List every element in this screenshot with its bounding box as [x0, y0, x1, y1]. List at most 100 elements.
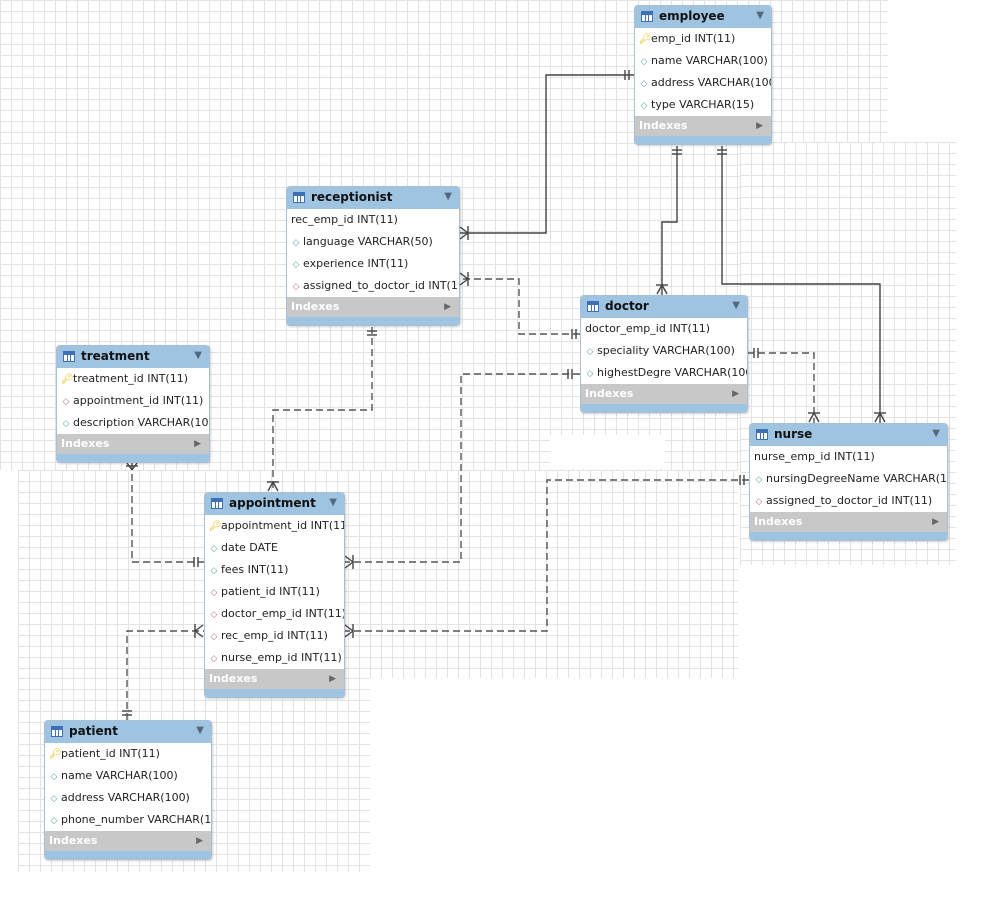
column-row[interactable]: ◇name VARCHAR(100): [45, 765, 211, 787]
diamond-icon: ◇: [586, 369, 594, 379]
column-text: treatment_id INT(11): [73, 372, 188, 385]
expand-arrow-icon[interactable]: ▶: [732, 389, 739, 399]
column-row[interactable]: 🔑︎patient_id INT(11): [45, 743, 211, 765]
column-row[interactable]: doctor_emp_id INT(11): [581, 318, 747, 340]
column-row[interactable]: ◇assigned_to_doctor_id INT(11): [287, 275, 459, 297]
table-header[interactable]: employee ▼: [635, 6, 771, 28]
column-row[interactable]: ◇speciality VARCHAR(100): [581, 340, 747, 362]
column-row[interactable]: rec_emp_id INT(11): [287, 209, 459, 231]
column-row[interactable]: ◇appointment_id INT(11): [57, 390, 209, 412]
indexes-label: Indexes: [49, 834, 98, 847]
column-text: highestDegre VARCHAR(100): [597, 366, 748, 379]
table-header[interactable]: receptionist ▼: [287, 187, 459, 209]
diamond-icon: ◇: [640, 101, 648, 111]
column-row[interactable]: ◇doctor_emp_id INT(11): [205, 603, 344, 625]
table-footer: [287, 317, 459, 325]
column-row[interactable]: ◇fees INT(11): [205, 559, 344, 581]
chevron-down-icon[interactable]: ▼: [444, 191, 452, 202]
column-row[interactable]: ◇rec_emp_id INT(11): [205, 625, 344, 647]
table-header[interactable]: doctor ▼: [581, 296, 747, 318]
column-row[interactable]: ◇nurse_emp_id INT(11): [205, 647, 344, 669]
primary-key-icon: 🔑︎: [209, 521, 222, 532]
column-row[interactable]: ◇assigned_to_doctor_id INT(11): [750, 490, 947, 512]
column-text: emp_id INT(11): [651, 32, 736, 45]
column-text: date DATE: [221, 541, 278, 554]
indexes-label: Indexes: [291, 300, 340, 313]
expand-arrow-icon[interactable]: ▶: [329, 674, 336, 684]
column-text: experience INT(11): [303, 257, 409, 270]
chevron-down-icon[interactable]: ▼: [194, 350, 202, 361]
expand-arrow-icon[interactable]: ▶: [932, 517, 939, 527]
table-patient[interactable]: patient ▼ 🔑︎patient_id INT(11) ◇name VAR…: [44, 720, 212, 860]
table-doctor[interactable]: doctor ▼ doctor_emp_id INT(11) ◇speciali…: [580, 295, 748, 413]
column-row[interactable]: ◇description VARCHAR(100): [57, 412, 209, 434]
column-row[interactable]: ◇highestDegre VARCHAR(100): [581, 362, 747, 384]
table-name: treatment: [81, 349, 150, 363]
column-row[interactable]: ◇nursingDegreeName VARCHAR(100): [750, 468, 947, 490]
column-text: speciality VARCHAR(100): [597, 344, 735, 357]
chevron-down-icon[interactable]: ▼: [732, 300, 740, 311]
diamond-icon: ◇: [50, 794, 58, 804]
diamond-icon: ◇: [50, 816, 58, 826]
column-row[interactable]: ◇phone_number VARCHAR(12): [45, 809, 211, 831]
column-row[interactable]: ◇date DATE: [205, 537, 344, 559]
indexes-section[interactable]: Indexes ▶: [45, 831, 211, 851]
foreign-key-icon: ◇: [62, 397, 70, 407]
column-row[interactable]: 🔑︎appointment_id INT(11): [205, 515, 344, 537]
foreign-key-icon: ◇: [210, 588, 218, 598]
table-name: appointment: [229, 496, 316, 510]
table-header[interactable]: appointment ▼: [205, 493, 344, 515]
indexes-section[interactable]: Indexes▶: [57, 434, 209, 454]
column-row[interactable]: ◇address VARCHAR(100): [635, 72, 771, 94]
expand-arrow-icon[interactable]: ▶: [756, 121, 763, 131]
chevron-down-icon[interactable]: ▼: [329, 497, 337, 508]
indexes-label: Indexes: [585, 387, 634, 400]
column-text: rec_emp_id INT(11): [221, 629, 328, 642]
column-row[interactable]: ◇language VARCHAR(50): [287, 231, 459, 253]
indexes-label: Indexes: [209, 672, 258, 685]
column-row[interactable]: nurse_emp_id INT(11): [750, 446, 947, 468]
indexes-section[interactable]: Indexes▶: [750, 512, 947, 532]
column-row[interactable]: 🔑︎emp_id INT(11): [635, 28, 771, 50]
table-header[interactable]: treatment ▼: [57, 346, 209, 368]
rel-employee-nurse: [721, 146, 881, 423]
table-header[interactable]: nurse ▼: [750, 424, 947, 446]
table-nurse[interactable]: nurse ▼ nurse_emp_id INT(11) ◇nursingDeg…: [749, 423, 948, 541]
table-appointment[interactable]: appointment ▼ 🔑︎appointment_id INT(11) ◇…: [204, 492, 345, 698]
indexes-label: Indexes: [639, 119, 688, 132]
expand-arrow-icon[interactable]: ▶: [196, 836, 203, 846]
rel-patient-appointment: [126, 630, 204, 720]
chevron-down-icon[interactable]: ▼: [196, 725, 204, 736]
rel-doctor-nurse: [747, 352, 815, 423]
foreign-key-icon: ◇: [210, 610, 218, 620]
rel-receptionist-appointment: [272, 327, 373, 492]
column-row[interactable]: ◇patient_id INT(11): [205, 581, 344, 603]
column-row[interactable]: ◇experience INT(11): [287, 253, 459, 275]
column-row[interactable]: ◇name VARCHAR(100): [635, 50, 771, 72]
expand-arrow-icon[interactable]: ▶: [194, 439, 201, 449]
indexes-section[interactable]: Indexes ▶: [287, 297, 459, 317]
column-text: address VARCHAR(100): [651, 76, 772, 89]
diamond-icon: ◇: [586, 347, 594, 357]
diamond-icon: ◇: [292, 238, 300, 248]
canvas-gap: [550, 435, 665, 469]
indexes-section[interactable]: Indexes ▶: [581, 384, 747, 404]
primary-key-icon: 🔑︎: [61, 374, 74, 385]
column-row[interactable]: 🔑︎treatment_id INT(11): [57, 368, 209, 390]
column-row[interactable]: ◇address VARCHAR(100): [45, 787, 211, 809]
indexes-section[interactable]: Indexes ▶: [635, 116, 771, 136]
table-icon: [756, 429, 768, 440]
table-header[interactable]: patient ▼: [45, 721, 211, 743]
column-text: appointment_id INT(11): [73, 394, 204, 407]
table-employee[interactable]: employee ▼ 🔑︎emp_id INT(11) ◇name VARCHA…: [634, 5, 772, 145]
column-text: address VARCHAR(100): [61, 791, 190, 804]
chevron-down-icon[interactable]: ▼: [932, 428, 940, 439]
column-row[interactable]: ◇type VARCHAR(15): [635, 94, 771, 116]
indexes-section[interactable]: Indexes ▶: [205, 669, 344, 689]
chevron-down-icon[interactable]: ▼: [756, 10, 764, 21]
table-treatment[interactable]: treatment ▼ 🔑︎treatment_id INT(11) ◇appo…: [56, 345, 210, 463]
column-text: name VARCHAR(100): [61, 769, 178, 782]
table-receptionist[interactable]: receptionist ▼ rec_emp_id INT(11) ◇langu…: [286, 186, 460, 326]
expand-arrow-icon[interactable]: ▶: [444, 302, 451, 312]
